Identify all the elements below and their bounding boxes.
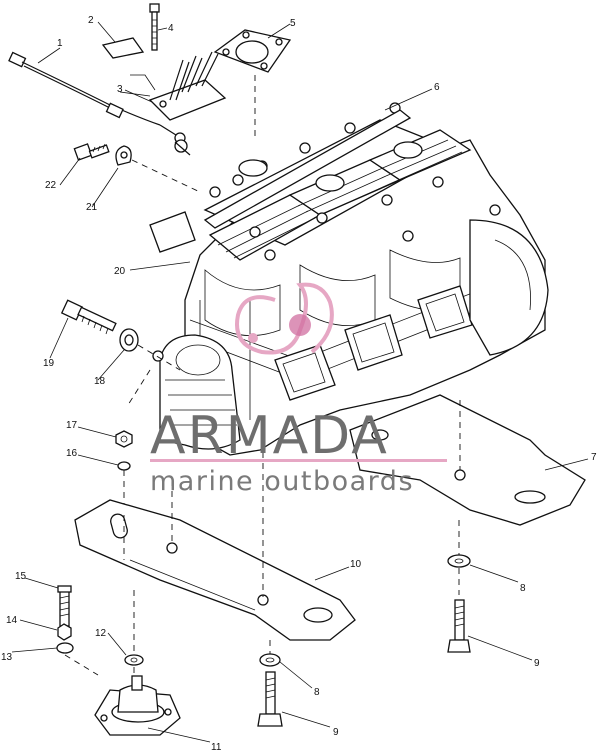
- callout-2: 2: [88, 15, 94, 26]
- callout-11: 11: [211, 742, 222, 752]
- callout-4: 4: [168, 23, 174, 34]
- part-15-stud: [57, 585, 72, 627]
- callout-numbers: 1 2 3 4 5 6 7 8 9 10 8 9 11 12 13 14 15 …: [1, 15, 597, 752]
- watermark-tagline: marine outboards: [150, 466, 414, 497]
- callout-19: 19: [43, 358, 55, 369]
- part-8-washer-right: [447, 520, 471, 595]
- part-3-bracket: [119, 51, 227, 156]
- watermark-logo-mark: [235, 282, 334, 355]
- part-9-bolt-bottom: [257, 671, 283, 727]
- callout-18: 18: [94, 376, 106, 387]
- part-11-rubber-mount: [94, 675, 181, 736]
- engine-block: [149, 102, 549, 456]
- part-1-wire-lead: [8, 51, 186, 144]
- callout-12: 12: [95, 628, 107, 639]
- part-17-nut: [115, 430, 133, 448]
- part-12-washer: [124, 590, 144, 680]
- leader-lines: [11, 21, 589, 743]
- part-8-washer-bottom: [259, 640, 281, 667]
- part-18-washer: [119, 328, 181, 406]
- callout-21: 21: [86, 202, 98, 213]
- callout-17: 17: [66, 420, 78, 431]
- callout-9-right: 9: [534, 658, 540, 669]
- callout-14: 14: [6, 615, 18, 626]
- watermark-brand: ARMADA: [150, 406, 389, 466]
- watermark: ARMADA marine outboards: [150, 282, 447, 497]
- callout-8-bottom: 8: [314, 687, 320, 698]
- callout-13: 13: [1, 652, 13, 663]
- part-7-mount-plate: [349, 394, 586, 526]
- part-5-gasket: [213, 29, 292, 140]
- callout-20: 20: [114, 266, 126, 277]
- part-19-bolt: [60, 299, 117, 335]
- callout-22: 22: [45, 180, 57, 191]
- callout-8-right: 8: [520, 583, 526, 594]
- watermark-divider: [150, 459, 447, 462]
- callout-7: 7: [591, 452, 597, 463]
- callout-15: 15: [15, 571, 27, 582]
- callout-3: 3: [117, 84, 123, 95]
- callout-5: 5: [290, 18, 296, 29]
- part-14-nut: [57, 623, 72, 641]
- part-2-decal: [101, 37, 145, 59]
- callout-16: 16: [66, 448, 78, 459]
- part-9-bolt-right: [447, 599, 471, 653]
- part-22-sensor: [73, 143, 110, 161]
- part-10-mount-plate: [74, 430, 356, 641]
- part-21-clip: [115, 145, 201, 193]
- part-4-stud: [149, 3, 160, 51]
- callout-10: 10: [350, 559, 362, 570]
- callout-6: 6: [434, 82, 440, 93]
- callout-9-bottom: 9: [333, 727, 339, 738]
- callout-1: 1: [57, 38, 63, 49]
- part-13-washer: [56, 642, 99, 676]
